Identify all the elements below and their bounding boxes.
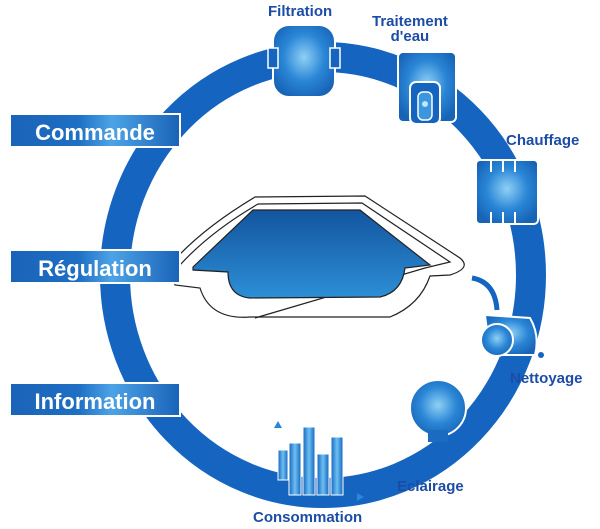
pool-robot-icon bbox=[471, 275, 544, 358]
water-treatment-icon bbox=[397, 51, 457, 125]
node-label-heating: Chauffage bbox=[506, 132, 580, 149]
category-box-commande: Commande bbox=[9, 113, 181, 148]
filter-pump-icon bbox=[267, 24, 341, 98]
node-label-water-treatment: Traitement d'eau bbox=[372, 14, 448, 44]
category-box-regulation: Régulation bbox=[9, 249, 181, 284]
swimming-pool-icon bbox=[169, 195, 465, 319]
heater-icon bbox=[475, 159, 539, 225]
light-bulb-icon bbox=[409, 379, 467, 468]
bar-chart-icon bbox=[274, 421, 364, 501]
node-label-cleaning: Nettoyage bbox=[510, 370, 583, 387]
category-box-information: Information bbox=[9, 382, 181, 417]
node-label-consumption: Consommation bbox=[253, 509, 363, 526]
node-label-lighting: Eclairage bbox=[397, 478, 464, 495]
node-label-filtration: Filtration bbox=[268, 3, 333, 20]
node-label-water-treatment-line1: Traitement bbox=[372, 13, 448, 30]
node-label-water-treatment-line2: d'eau bbox=[390, 28, 430, 45]
